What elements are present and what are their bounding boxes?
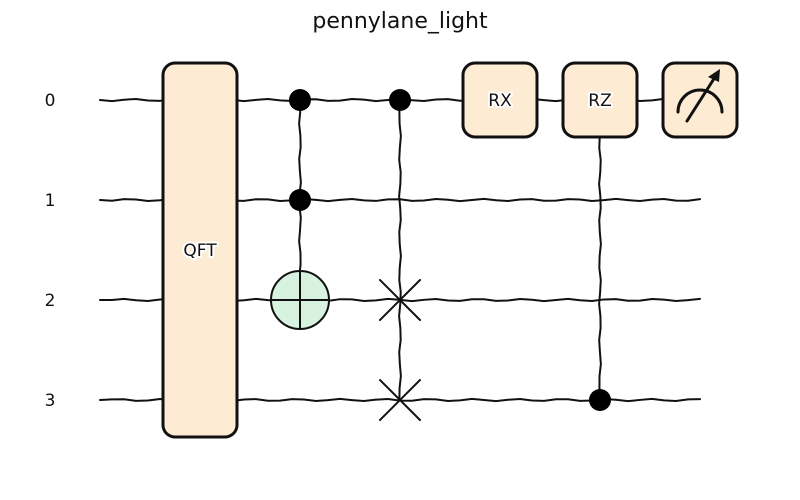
- operation-rz: RZ: [561, 61, 639, 411]
- operation-qft: QFT: [161, 61, 239, 439]
- wire-label-3: 3: [45, 391, 56, 411]
- control-dot: [389, 89, 411, 111]
- swap-x-icon: [379, 279, 421, 321]
- control-dot: [289, 89, 311, 111]
- operation-measure: [661, 61, 739, 139]
- gate-box-rx: [461, 61, 539, 139]
- meter-arrowhead: [708, 69, 720, 82]
- meter-arc: [676, 88, 724, 114]
- gate-box-rz: [561, 61, 639, 139]
- operation-rx: RX: [461, 61, 539, 139]
- control-dot: [289, 189, 311, 211]
- gate-label-rx: RX: [488, 91, 512, 111]
- gate-box-qft: [161, 61, 239, 439]
- gate-label-rz: RZ: [588, 91, 611, 111]
- diagram-title: pennylane_light: [312, 9, 488, 34]
- gate-label-qft: QFT: [183, 241, 217, 261]
- operation-cnot: [270, 89, 330, 330]
- control-dot: [589, 389, 611, 411]
- operations-layer: QFT RX RZ: [161, 61, 739, 439]
- measurement-meter-icon: [676, 69, 724, 123]
- meter-needle: [685, 72, 719, 123]
- control-line: [398, 99, 402, 401]
- wire-label-2: 2: [45, 291, 56, 311]
- wire-label-0: 0: [45, 91, 56, 111]
- wire-label-1: 1: [45, 191, 56, 211]
- swap-x-icon: [379, 379, 421, 421]
- control-line: [598, 99, 602, 401]
- operation-cswap: [379, 89, 421, 421]
